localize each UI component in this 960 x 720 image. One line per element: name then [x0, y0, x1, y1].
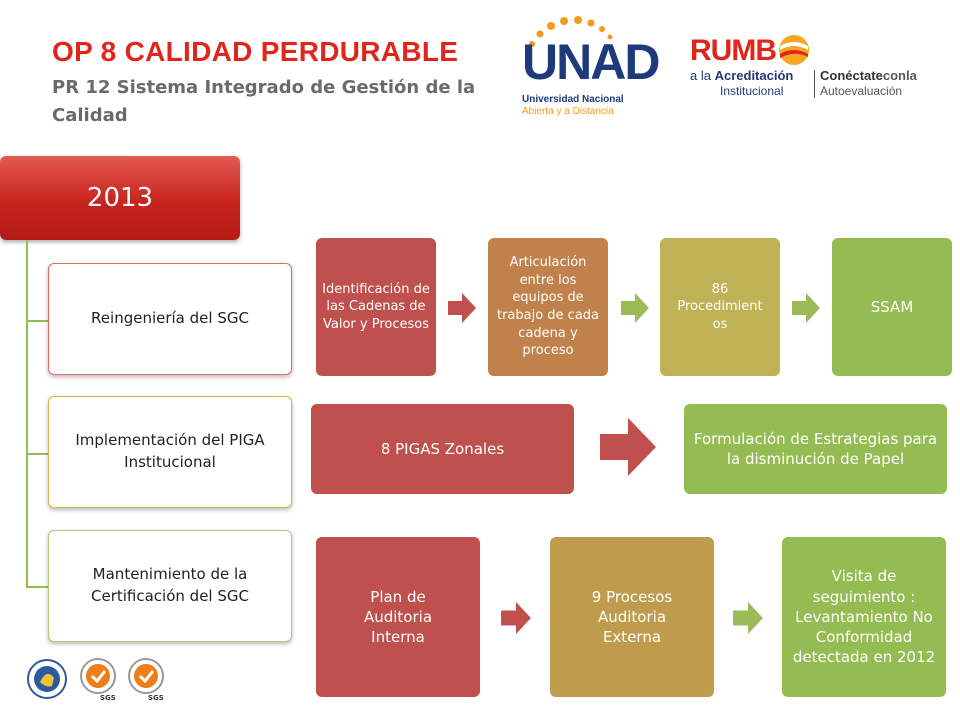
- step-articulacion: Articulación entre los equipos de trabaj…: [488, 238, 608, 376]
- unad-line1: Universidad Nacional: [522, 94, 624, 105]
- step-formulacion-estrategias: Formulación de Estrategias para la dismi…: [684, 404, 947, 494]
- rumbo-divider: [814, 70, 815, 98]
- year-node: 2013: [0, 156, 240, 240]
- rumbo-acreditacion: Acreditación: [714, 68, 794, 83]
- sgs-label: SGS: [148, 694, 164, 702]
- arrow-right-icon: [501, 602, 531, 634]
- category-piga: Implementación del PIGA Institucional: [48, 396, 292, 508]
- step-plan-auditoria: Plan de Auditoria Interna: [316, 537, 480, 697]
- connector-branch-2: [26, 453, 48, 455]
- rumbo-logo: RUMB a la Acreditación Institucional Con…: [690, 34, 930, 98]
- rumbo-conla: conla: [882, 68, 917, 83]
- step-ssam: SSAM: [832, 238, 952, 376]
- hierarchy-connector: [26, 240, 28, 586]
- step-pigas-zonales: 8 PIGAS Zonales: [311, 404, 574, 494]
- category-reingenieria: Reingeniería del SGC: [48, 263, 292, 375]
- sgs-label: SGS: [100, 694, 116, 702]
- certification-seals: SGS SGS: [22, 656, 172, 706]
- arrow-right-icon: [792, 293, 820, 323]
- colombia-seal-icon: [27, 659, 67, 699]
- rumbo-conectate: Conéctate: [820, 68, 883, 83]
- step-procesos-auditoria-externa: 9 Procesos Auditoria Externa: [550, 537, 714, 697]
- arrow-right-icon: [733, 602, 763, 634]
- unad-logo: UNAD Universidad Nacional Abierta y a Di…: [518, 14, 660, 117]
- rumbo-institucional: Institucional: [720, 84, 784, 98]
- unad-dots-icon: [529, 16, 613, 47]
- unad-line2: Abierta y a Distancia: [522, 106, 614, 117]
- step-procedimientos: 86 Procedimient os: [660, 238, 780, 376]
- connector-branch-3: [26, 586, 48, 588]
- category-certificacion: Mantenimiento de la Certificación del SG…: [48, 530, 292, 642]
- page-title: OP 8 CALIDAD PERDURABLE: [52, 36, 459, 67]
- check-seal-icon: [128, 658, 164, 694]
- check-seal-icon: [80, 658, 116, 694]
- rumbo-wordmark: RUMB: [690, 34, 777, 67]
- globe-icon: [779, 35, 809, 65]
- arrow-right-icon: [448, 293, 476, 323]
- arrow-right-icon: [621, 293, 649, 323]
- step-visita-seguimiento: Visita de seguimiento : Levantamiento No…: [782, 537, 946, 697]
- step-identificacion: Identificación de las Cadenas de Valor y…: [316, 238, 436, 376]
- page-subtitle: PR 12 Sistema Integrado de Gestión de la…: [52, 77, 476, 126]
- unad-wordmark: UNAD: [522, 34, 660, 90]
- rumbo-prefix: a la: [690, 68, 711, 83]
- rumbo-autoevaluacion: Autoevaluación: [820, 84, 903, 98]
- arrow-right-icon: [600, 418, 656, 476]
- connector-branch-1: [26, 320, 48, 322]
